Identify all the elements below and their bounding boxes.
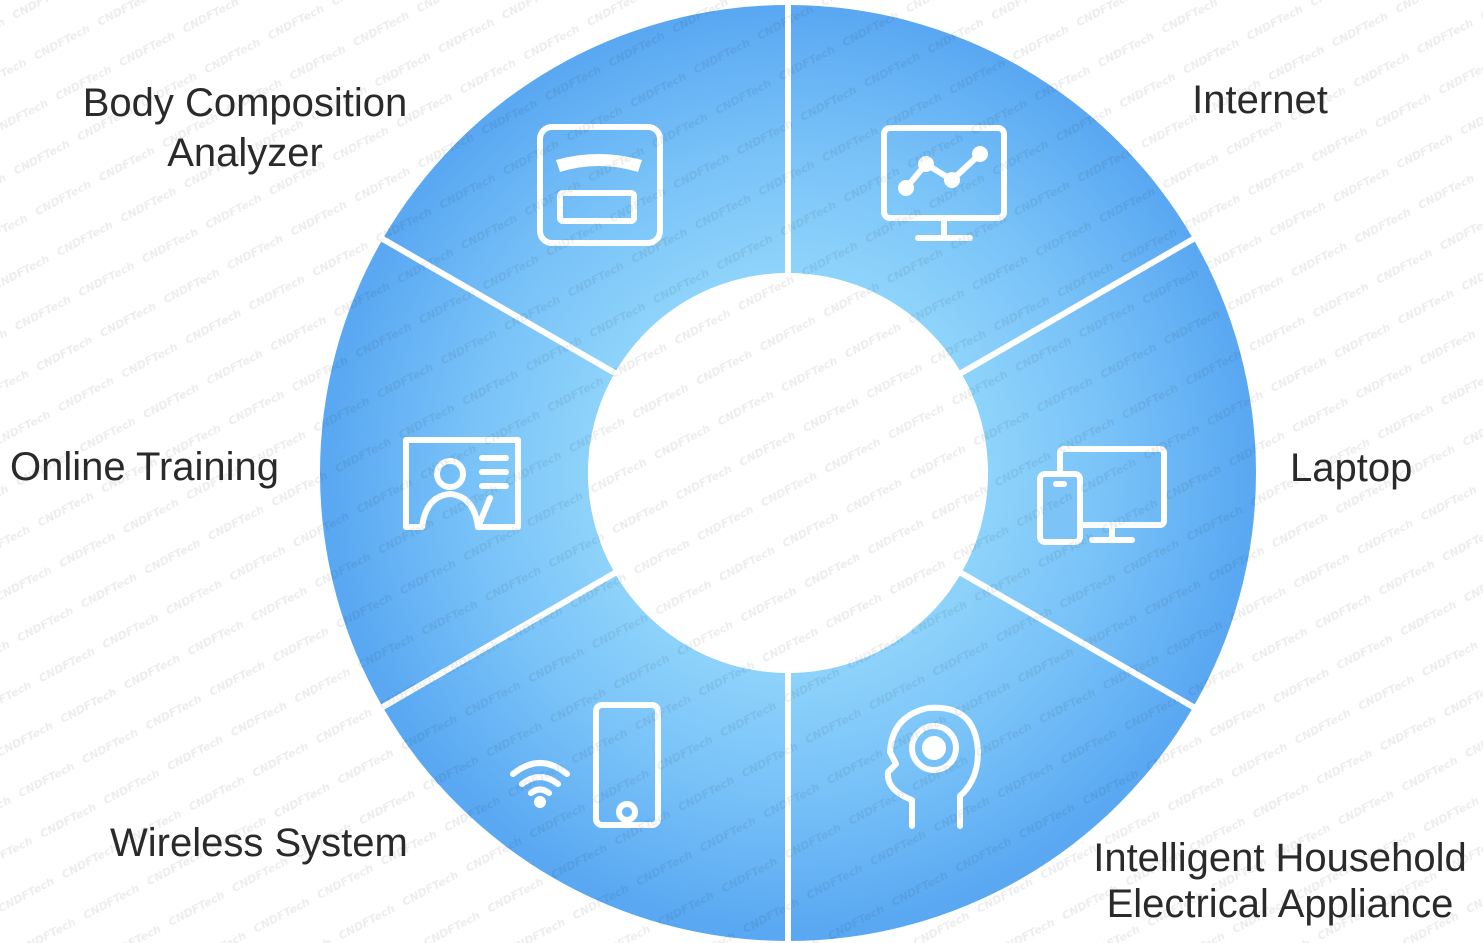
label-online-training: Online Training [10,445,280,489]
label-wireless-system: Wireless System [110,821,408,865]
label-internet: Internet [1192,78,1328,122]
label-laptop: Laptop [1290,446,1413,490]
label-intelligent-household-appliance: Intelligent Household Electrical Applian… [1093,836,1467,926]
label-body-composition-analyzer: Body Composition Analyzer [82,81,408,175]
